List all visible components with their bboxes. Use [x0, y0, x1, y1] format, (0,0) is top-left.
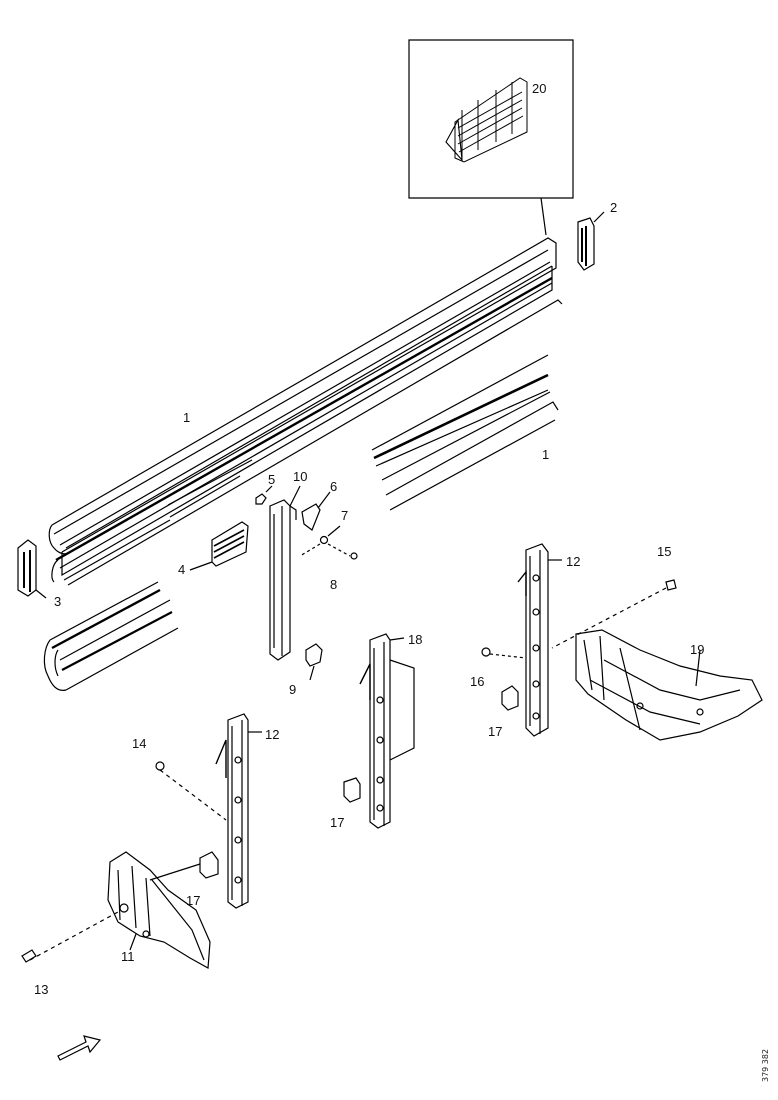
part-12-upper-pillar	[518, 544, 562, 736]
callout-1-lower: 1	[542, 447, 549, 462]
document-reference: 379 382	[761, 1049, 770, 1082]
inset-frame	[409, 40, 573, 198]
callout-15: 15	[657, 544, 671, 559]
callout-17-right: 17	[488, 724, 502, 739]
part-1-lower-rail	[372, 355, 558, 510]
callout-10: 10	[293, 469, 307, 484]
callout-20: 20	[532, 81, 546, 96]
part-18-center-pillar	[360, 634, 414, 828]
callout-12-lower: 12	[265, 727, 279, 742]
part-11-bracket	[30, 852, 210, 968]
part-2-end-cap	[578, 212, 604, 270]
part-20-grille	[446, 78, 527, 162]
part-4-grille	[190, 522, 248, 570]
callout-2: 2	[610, 200, 617, 215]
part-17-nut-b	[344, 778, 360, 802]
callout-19: 19	[690, 642, 704, 657]
callout-6: 6	[330, 479, 337, 494]
fasteners-5-7-8	[256, 486, 357, 559]
part-9-clip	[306, 644, 322, 680]
part-17-nut-a	[502, 686, 518, 710]
callout-13: 13	[34, 982, 48, 997]
part-12-lower-pillar	[216, 714, 262, 908]
callout-17-center: 17	[330, 815, 344, 830]
fastener-15	[552, 580, 676, 648]
callout-9: 9	[289, 682, 296, 697]
callout-labels: 20 2 1 1 3 4 5 10 6 7 8 9 12 15 18 19 16…	[34, 81, 704, 997]
callout-1-upper: 1	[183, 410, 190, 425]
callout-8: 8	[330, 577, 337, 592]
part-6-clip	[302, 492, 330, 530]
callout-3: 3	[54, 594, 61, 609]
callout-16: 16	[470, 674, 484, 689]
callout-11: 11	[121, 949, 135, 964]
fastener-16	[482, 648, 526, 658]
detail-inset	[409, 40, 573, 235]
fastener-14	[156, 762, 226, 820]
fastener-13	[22, 950, 36, 962]
callout-18: 18	[408, 632, 422, 647]
lower-left-rail-section	[44, 582, 178, 690]
part-17-nut-c	[150, 852, 218, 880]
part-3-end-cap	[18, 540, 46, 598]
part-1-upper-rail	[49, 238, 562, 585]
callout-14: 14	[132, 736, 146, 751]
inset-leader-line	[541, 198, 546, 235]
front-direction-arrow-icon	[58, 1036, 100, 1060]
callout-17-left: 17	[186, 893, 200, 908]
callout-7: 7	[341, 508, 348, 523]
callout-12-upper: 12	[566, 554, 580, 569]
part-10-bracket	[270, 486, 300, 660]
callout-4: 4	[178, 562, 185, 577]
part-19-bracket	[576, 630, 762, 740]
callout-5: 5	[268, 472, 275, 487]
